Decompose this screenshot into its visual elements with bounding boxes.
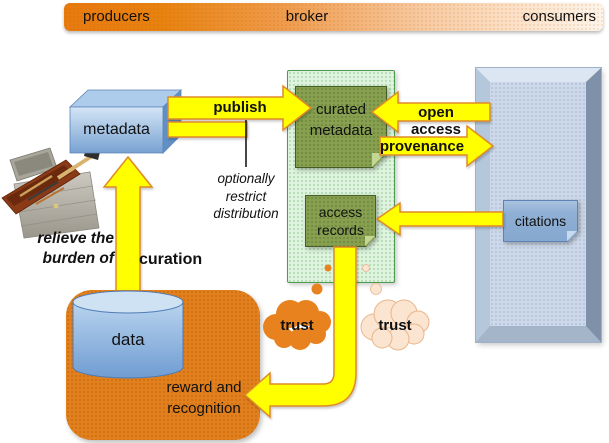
trust-cloud-orange-icon: [263, 300, 331, 350]
relieve-burden-note: relieve the burden of: [37, 230, 114, 267]
open-access-arrow: [370, 90, 491, 134]
lane-producers: producers: [83, 8, 150, 25]
reward-recognition-label: reward and recognition: [166, 379, 242, 417]
data-cylinder: [72, 290, 184, 379]
curation-arrow: [102, 155, 154, 299]
provenance-arrow: [379, 124, 495, 168]
bubble-dot: [311, 283, 323, 295]
folded-corner-icon: [365, 236, 375, 246]
restricted-publish-bar: [167, 121, 248, 138]
citations-note: citations: [503, 200, 578, 242]
bubble-dot: [324, 264, 332, 272]
bubble-dot: [370, 283, 382, 295]
folded-corner-icon: [567, 231, 577, 241]
trust-cloud-cream-icon: [360, 299, 430, 351]
publish-label: publish: [213, 99, 267, 116]
optional-restrict-note: optionally restrict distribution: [213, 171, 279, 221]
metadata-label: metadata: [83, 121, 150, 138]
curated-metadata-label: curated metadata: [309, 101, 373, 139]
open-access-label: open access: [410, 104, 462, 138]
access-records-label: access records: [317, 204, 364, 238]
lane-consumers: consumers: [522, 8, 596, 25]
provenance-label: provenance: [379, 138, 465, 155]
lane-header-bar: producers broker consumers: [64, 3, 603, 31]
curation-label: curation: [139, 251, 203, 268]
trust-label-consumer: trust: [378, 317, 412, 334]
data-label: data: [111, 330, 145, 349]
trust-label-producer: trust: [280, 317, 314, 334]
reward-curved-arrow: [243, 246, 357, 419]
curated-metadata-note: curated metadata: [295, 86, 387, 168]
citations-label: citations: [514, 213, 567, 229]
bubble-dot: [362, 264, 370, 272]
citations-arrow: [375, 201, 504, 237]
publish-arrow: [167, 84, 313, 132]
toolbox-icon: [1, 147, 100, 239]
lane-broker: broker: [285, 8, 329, 25]
